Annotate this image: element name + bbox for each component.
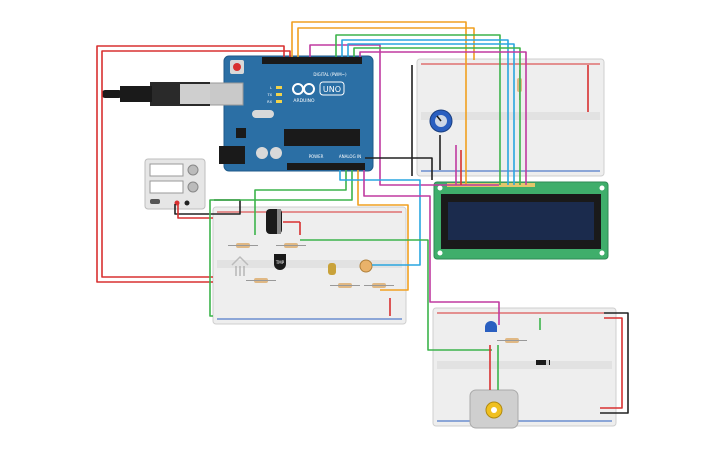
electrolytic-capacitor[interactable] xyxy=(266,209,282,234)
photoresistor[interactable] xyxy=(359,259,373,273)
led-l xyxy=(276,86,282,89)
digital-header[interactable] xyxy=(262,57,362,64)
resistor[interactable] xyxy=(330,283,360,288)
rail-stripes xyxy=(217,63,612,422)
rgb-led-icon[interactable] xyxy=(231,255,249,276)
analog-header[interactable] xyxy=(287,163,365,170)
tmp-sensor[interactable]: TMP xyxy=(274,254,286,270)
potentiometer[interactable] xyxy=(429,109,453,133)
led-label-rx: RX xyxy=(267,100,272,104)
capacitor-left xyxy=(256,147,268,159)
current-knob-icon[interactable] xyxy=(187,181,199,193)
resistor[interactable] xyxy=(364,283,394,288)
board-label: UNO xyxy=(323,85,341,94)
usb-cable[interactable] xyxy=(102,82,210,106)
led-label-l: L xyxy=(270,86,272,90)
resistor[interactable] xyxy=(228,243,258,248)
dc-motor[interactable] xyxy=(469,389,519,429)
sensor-label: TMP xyxy=(275,260,285,265)
voltage-display xyxy=(149,163,184,177)
diode[interactable] xyxy=(536,360,550,365)
led-label-tx: TX xyxy=(266,93,272,97)
lcd-16x2[interactable] xyxy=(433,181,609,260)
piezo-or-diode[interactable] xyxy=(328,263,336,275)
resistor[interactable] xyxy=(497,338,527,343)
transistor[interactable] xyxy=(485,321,497,332)
usb-port xyxy=(208,82,244,106)
lcd-screen xyxy=(448,202,594,240)
capacitor-right xyxy=(270,147,282,159)
brand-label: ARDUINO xyxy=(293,98,315,104)
atmega-chip xyxy=(284,129,360,146)
breadboard-top-right[interactable] xyxy=(416,58,605,177)
crystal xyxy=(252,110,274,118)
power-switch[interactable] xyxy=(150,199,160,204)
voltage-knob-icon[interactable] xyxy=(187,164,199,176)
led-rx xyxy=(276,100,282,103)
led-tx xyxy=(276,93,282,96)
digital-label: DIGITAL (PWM~) xyxy=(313,72,347,77)
negative-terminal[interactable] xyxy=(184,200,190,206)
arduino-uno-board[interactable]: ARDUINO UNO DIGITAL (PWM~) POWER ANALOG … xyxy=(208,55,374,172)
power-supply[interactable] xyxy=(144,158,206,210)
current-display xyxy=(149,180,184,194)
power-label: POWER xyxy=(309,154,324,159)
voltage-regulator xyxy=(236,128,246,138)
reset-button-cap[interactable] xyxy=(233,63,241,71)
wires xyxy=(96,21,629,414)
analog-label: ANALOG IN xyxy=(339,154,361,159)
breadboard-bottom-right[interactable] xyxy=(432,307,617,427)
power-jack xyxy=(219,146,245,164)
resistor[interactable] xyxy=(246,278,276,283)
resistor[interactable] xyxy=(276,243,306,248)
